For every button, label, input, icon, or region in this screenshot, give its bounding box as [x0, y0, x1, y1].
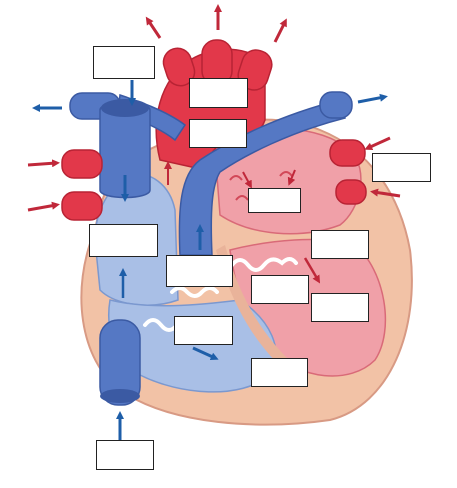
arrow-pa-right-out [357, 93, 388, 104]
aortic-valve [229, 171, 293, 201]
arrow-pulm-vein-in-3 [364, 136, 391, 150]
label-box-6[interactable] [89, 224, 158, 257]
mitral-valve [230, 257, 298, 272]
arrow-lv-down [303, 257, 321, 284]
arrow-pulm-vein-in-2 [27, 201, 60, 212]
label-box-8[interactable] [166, 255, 233, 287]
aorta-branch-3 [162, 47, 196, 87]
label-box-13[interactable] [96, 440, 154, 470]
label-box-2[interactable] [189, 78, 248, 108]
label-box-11[interactable] [174, 316, 233, 345]
inferior-vena-cava [99, 319, 141, 406]
arrow-la-1 [242, 171, 252, 189]
pulmonary-vein-left-upper [61, 149, 103, 179]
label-box-5[interactable] [248, 188, 301, 213]
pulmonary-valve [170, 286, 219, 298]
arrow-la-2 [287, 169, 296, 186]
arrow-pulm-vein-in-1 [27, 159, 60, 168]
arrow-rv-out [192, 346, 219, 360]
svc-opening [101, 99, 149, 117]
pulmonary-vein-right-upper [329, 139, 366, 167]
label-box-12[interactable] [251, 358, 308, 387]
pulmonary-vein-left-lower [61, 191, 103, 221]
label-box-3[interactable] [189, 119, 247, 148]
pulmonary-vein-right-lower [335, 179, 367, 205]
label-box-4[interactable] [372, 153, 431, 182]
label-box-7[interactable] [311, 230, 369, 259]
arrow-pulm-vein-in-4 [370, 188, 401, 198]
label-box-9[interactable] [251, 275, 309, 304]
label-box-10[interactable] [311, 293, 369, 322]
arrow-aorta-right [273, 18, 287, 43]
arrow-aorta-left [145, 16, 162, 39]
pulmonary-artery-left-branch [319, 91, 353, 119]
ivc-opening [100, 389, 140, 403]
label-box-1[interactable] [93, 46, 155, 79]
